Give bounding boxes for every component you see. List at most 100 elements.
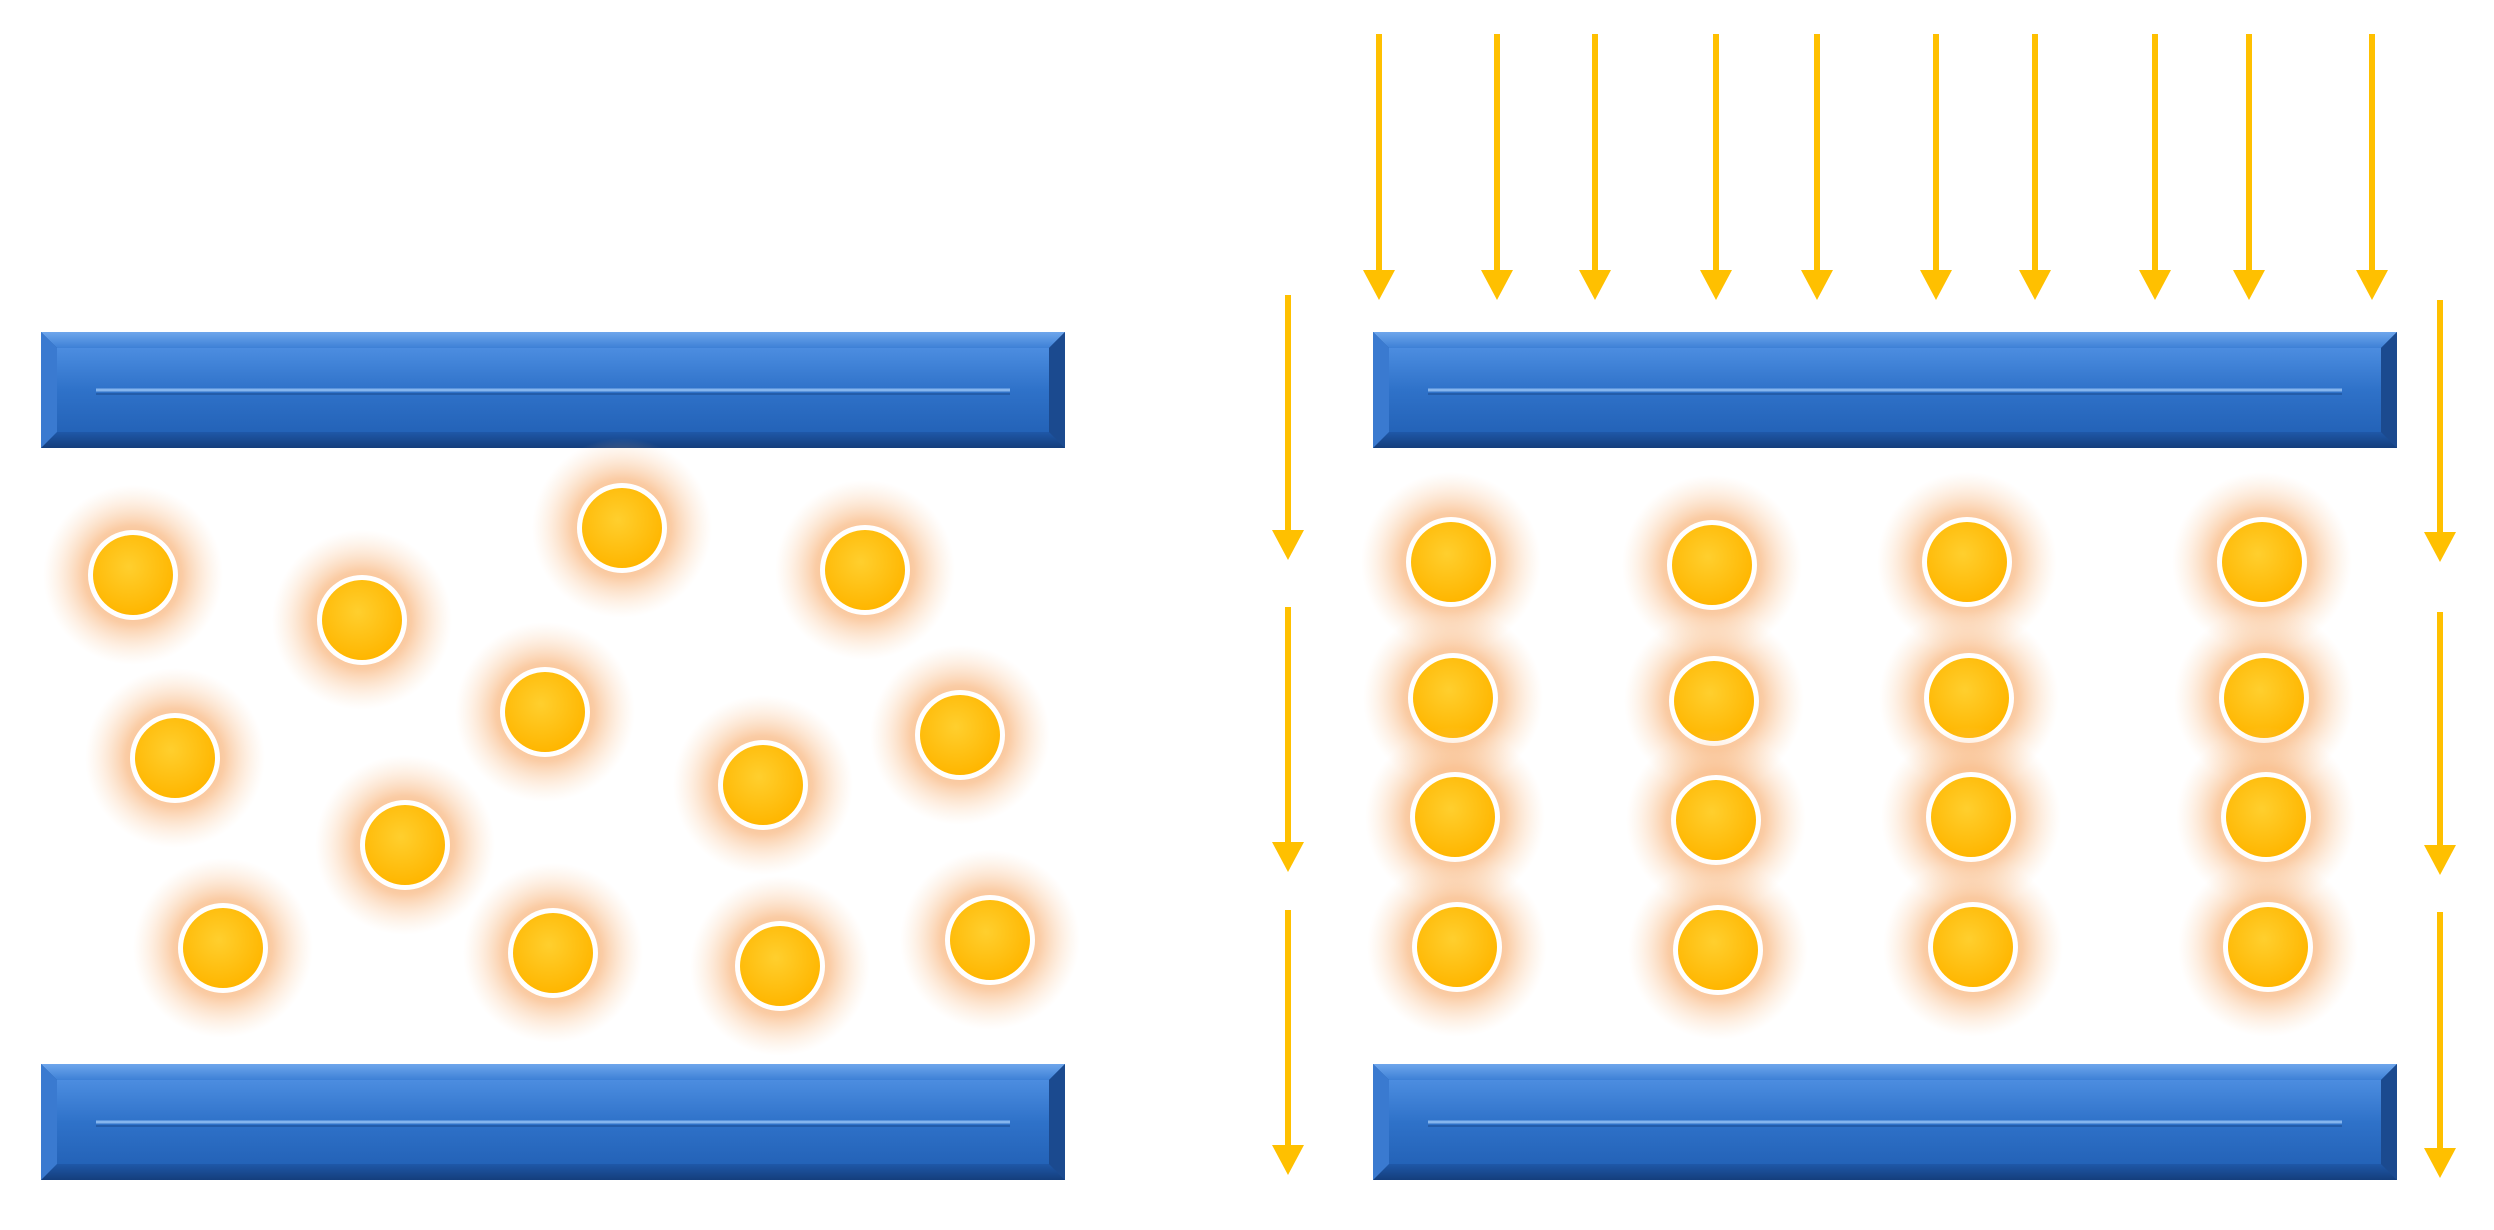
left-top-plate	[41, 332, 1065, 448]
arrow-head	[2139, 270, 2171, 300]
arrow-head	[2424, 1148, 2456, 1178]
field-arrow-top	[1920, 34, 1952, 300]
right-particle	[1622, 475, 1802, 655]
left-particle	[133, 858, 313, 1038]
right-bottom-plate	[1373, 1064, 2397, 1180]
plate-bevel-top	[41, 332, 1065, 348]
particle-core	[1413, 658, 1493, 738]
right-top-plate	[1373, 332, 2397, 448]
particle-core	[1417, 907, 1497, 987]
right-particle	[1628, 860, 1808, 1040]
right-particle	[1626, 730, 1806, 910]
particle-core	[365, 805, 445, 885]
arrow-head	[1272, 530, 1304, 560]
arrow-head	[1363, 270, 1395, 300]
particle-core	[1415, 777, 1495, 857]
particle-core	[2226, 777, 2306, 857]
right-particle	[1361, 472, 1541, 652]
field-arrow-side	[2424, 300, 2456, 562]
particle-core	[1672, 525, 1752, 605]
arrow-head	[1920, 270, 1952, 300]
field-arrow-top	[1700, 34, 1732, 300]
right-particle	[1365, 727, 1545, 907]
particle-core	[135, 718, 215, 798]
plate-bevel-left	[1373, 1064, 1389, 1180]
arrow-head	[2424, 532, 2456, 562]
left-particle	[455, 622, 635, 802]
field-arrow-top	[2233, 34, 2265, 300]
right-particle	[2176, 727, 2356, 907]
right-particle	[2178, 857, 2358, 1037]
plate-bevel-bottom	[1373, 1164, 2397, 1180]
plate-bevel-top	[1373, 1064, 2397, 1080]
particle-core	[582, 488, 662, 568]
plate-bevel-right	[2381, 332, 2397, 448]
arrow-head	[1579, 270, 1611, 300]
particle-core	[513, 913, 593, 993]
plate-bevel-bottom	[1373, 432, 2397, 448]
left-particle	[673, 695, 853, 875]
left-particle	[690, 876, 870, 1056]
right-particle	[1367, 857, 1547, 1037]
field-arrow-top	[1481, 34, 1513, 300]
particle-core	[2224, 658, 2304, 738]
left-particle	[775, 480, 955, 660]
field-arrow-side	[1272, 910, 1304, 1175]
left-particle	[85, 668, 265, 848]
plates	[41, 332, 2397, 1180]
particle-core	[2228, 907, 2308, 987]
particle-core	[1927, 522, 2007, 602]
particle-core	[1931, 777, 2011, 857]
particle-core	[505, 672, 585, 752]
arrow-head	[2356, 270, 2388, 300]
field-arrow-side	[2424, 912, 2456, 1178]
particle-core	[825, 530, 905, 610]
left-bottom-plate	[41, 1064, 1065, 1180]
field-arrow-top	[2356, 34, 2388, 300]
left-particle	[315, 755, 495, 935]
arrow-head	[1272, 842, 1304, 872]
left-particle	[43, 485, 223, 665]
plate-bevel-left	[1373, 332, 1389, 448]
plate-bevel-right	[1049, 1064, 1065, 1180]
arrow-head	[1700, 270, 1732, 300]
particle-core	[183, 908, 263, 988]
field-arrow-top	[1579, 34, 1611, 300]
right-particle	[1881, 727, 2061, 907]
particle-core	[1674, 661, 1754, 741]
particle-core	[1411, 522, 1491, 602]
right-particle	[1877, 472, 2057, 652]
particle-core	[723, 745, 803, 825]
particle-core	[1929, 658, 2009, 738]
left-particle	[463, 863, 643, 1043]
field-arrow-side	[2424, 612, 2456, 875]
right-particle	[2172, 472, 2352, 652]
field-arrow-top	[2019, 34, 2051, 300]
particle-core	[740, 926, 820, 1006]
particle-core	[93, 535, 173, 615]
particle-core	[1678, 910, 1758, 990]
particle-core	[322, 580, 402, 660]
field-arrow-top	[1363, 34, 1395, 300]
arrow-head	[1272, 1145, 1304, 1175]
plate-bevel-right	[1049, 332, 1065, 448]
field-arrow-side	[1272, 295, 1304, 560]
particles	[43, 438, 2358, 1056]
field-arrows	[1272, 34, 2456, 1178]
plate-bevel-top	[1373, 332, 2397, 348]
arrow-head	[2424, 845, 2456, 875]
plate-bevel-top	[41, 1064, 1065, 1080]
plate-bevel-right	[2381, 1064, 2397, 1180]
arrow-head	[2019, 270, 2051, 300]
plate-bevel-bottom	[41, 1164, 1065, 1180]
particle-core	[1676, 780, 1756, 860]
particle-core	[1933, 907, 2013, 987]
plate-bevel-left	[41, 332, 57, 448]
particle-core	[920, 695, 1000, 775]
plate-bevel-bottom	[41, 432, 1065, 448]
left-particle	[272, 530, 452, 710]
left-particle	[532, 438, 712, 618]
particle-core	[950, 900, 1030, 980]
